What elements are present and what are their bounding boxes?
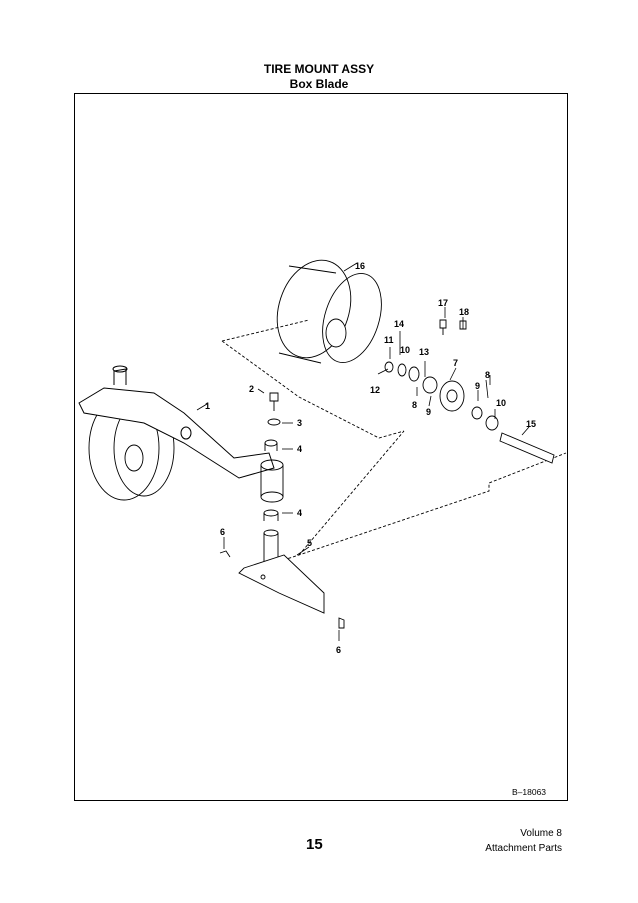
callout-8a: 8 [412, 400, 417, 410]
callout-6a: 6 [220, 527, 225, 537]
callout-15: 15 [526, 419, 536, 429]
hub-assembly [384, 361, 555, 464]
callout-labels: 1 2 3 4 4 5 6 6 7 8 8 9 9 10 10 11 12 13… [205, 261, 536, 655]
callout-3: 3 [297, 418, 302, 428]
callout-6b: 6 [336, 645, 341, 655]
callout-13: 13 [419, 347, 429, 357]
tire-16 [276, 259, 382, 364]
callout-9a: 9 [426, 407, 431, 417]
figure-code: B–18063 [512, 787, 547, 797]
arm-1 [78, 365, 275, 479]
callout-14: 14 [394, 319, 404, 329]
callout-8b: 8 [485, 370, 490, 380]
callout-4b: 4 [297, 508, 302, 518]
leader-lines [196, 262, 530, 641]
page-title: TIRE MOUNT ASSY [263, 62, 375, 76]
assembly-guide-lines [221, 319, 567, 564]
callout-10b: 10 [496, 398, 506, 408]
callout-11: 11 [384, 335, 394, 345]
callout-5: 5 [307, 538, 312, 548]
figure-frame [74, 93, 568, 801]
callout-2: 2 [249, 384, 254, 394]
callout-4a: 4 [297, 444, 302, 454]
callout-18: 18 [459, 307, 469, 317]
volume-label: Volume 8 [520, 828, 562, 839]
exploded-parts-diagram: 1 2 3 4 4 5 6 6 7 8 8 9 9 10 10 11 12 13… [78, 259, 567, 655]
callout-17: 17 [438, 298, 448, 308]
fasteners [219, 319, 467, 629]
callout-9b: 9 [475, 381, 480, 391]
volume-info: Volume 8 Attachment Parts [485, 826, 562, 856]
pivot-post [238, 439, 325, 614]
callout-10a: 10 [400, 345, 410, 355]
section-label: Attachment Parts [485, 843, 562, 854]
page-number: 15 [306, 836, 323, 853]
page-subtitle: Box Blade [289, 77, 349, 91]
callout-7: 7 [453, 358, 458, 368]
callout-16: 16 [355, 261, 365, 271]
callout-12: 12 [370, 385, 380, 395]
callout-1: 1 [205, 401, 210, 411]
